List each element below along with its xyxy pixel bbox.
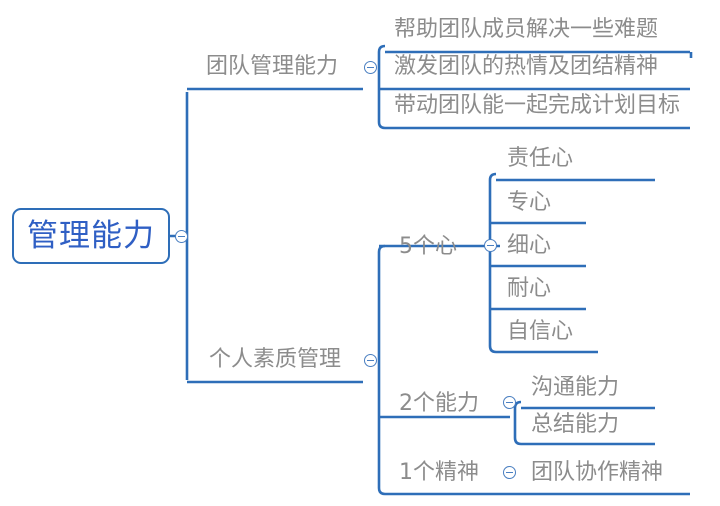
wire-trunk-personal-quality — [377, 244, 386, 496]
leaf-label-help-team-solve-problems[interactable]: 帮助团队成员解决一些难题 — [394, 17, 659, 42]
wire-trunk-five-hearts — [488, 172, 497, 354]
collapse-toggle-five-hearts-icon[interactable] — [484, 239, 497, 252]
leaf-label-carefulness[interactable]: 细心 — [507, 233, 552, 258]
branch-label-five-hearts[interactable]: 5个心 — [399, 234, 457, 259]
collapse-toggle-team-management-icon[interactable] — [364, 61, 377, 74]
branch-label-team-management[interactable]: 团队管理能力 — [206, 54, 339, 79]
leaf-label-inspire-team-passion[interactable]: 激发团队的热情及团结精神 — [394, 54, 659, 79]
collapse-toggle-two-abilities-icon[interactable] — [503, 396, 516, 409]
wire-trunk-two-abilities — [513, 400, 522, 446]
leaf-label-communication-ability[interactable]: 沟通能力 — [531, 375, 620, 400]
root-node-label: 管理能力 — [27, 217, 155, 254]
leaf-label-focus[interactable]: 专心 — [507, 190, 552, 215]
branch-label-personal-quality[interactable]: 个人素质管理 — [209, 347, 342, 372]
leaf-label-drive-team-complete-goals[interactable]: 带动团队能一起完成计划目标 — [394, 93, 681, 118]
collapse-toggle-root-icon[interactable] — [175, 230, 188, 243]
leaf-label-summary-ability[interactable]: 总结能力 — [531, 412, 620, 437]
leaf-label-teamwork-spirit[interactable]: 团队协作精神 — [531, 460, 664, 485]
collapse-toggle-one-spirit-icon[interactable] — [503, 466, 516, 479]
branch-label-two-abilities[interactable]: 2个能力 — [399, 391, 479, 416]
root-node[interactable]: 管理能力 — [12, 208, 170, 264]
leaf-label-patience[interactable]: 耐心 — [507, 276, 552, 301]
leaf-label-confidence[interactable]: 自信心 — [507, 319, 574, 344]
leaf-label-responsibility[interactable]: 责任心 — [507, 146, 574, 171]
collapse-toggle-personal-quality-icon[interactable] — [364, 354, 377, 367]
branch-label-one-spirit[interactable]: 1个精神 — [399, 460, 479, 485]
wire-trunk-team-management — [377, 44, 386, 130]
